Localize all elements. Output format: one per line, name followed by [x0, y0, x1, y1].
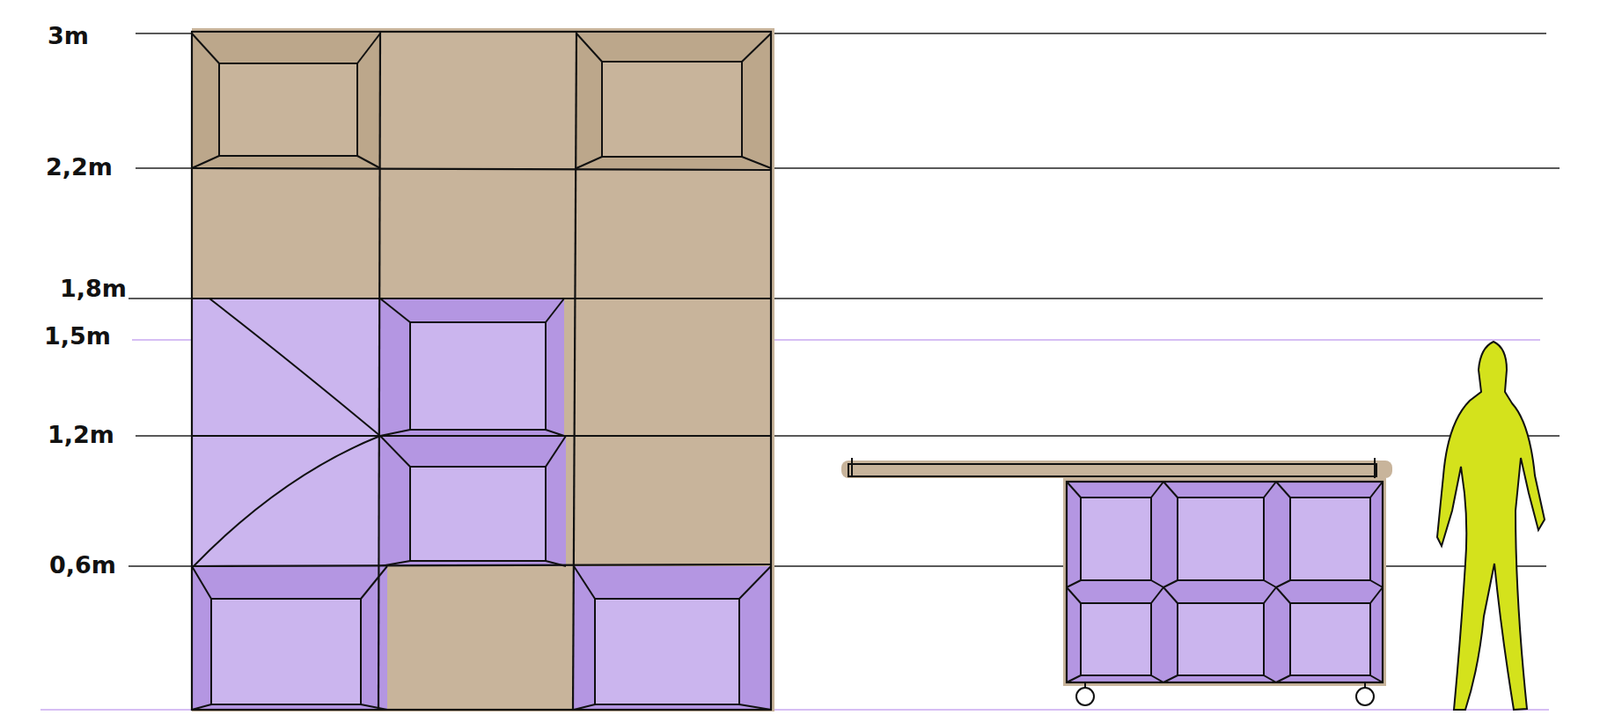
cabinet-outline: [1066, 481, 1383, 683]
bevel-line: [1370, 675, 1383, 683]
bevel-line: [1276, 675, 1291, 683]
height-label: 2,2m: [44, 154, 115, 179]
bevel-line: [380, 298, 411, 323]
bevel-line: [741, 33, 771, 62]
drawer-front: [410, 466, 546, 561]
drawer-front: [410, 322, 546, 430]
bevel-line: [576, 33, 602, 62]
bevel-line: [357, 155, 381, 169]
bevel-line: [1066, 481, 1081, 498]
bevel-line: [1066, 675, 1081, 683]
bevel-line: [1276, 481, 1291, 498]
bevel-line: [1263, 587, 1277, 603]
bevel-line: [1151, 587, 1164, 603]
bevel-line: [1263, 481, 1277, 498]
bevel-line: [1151, 579, 1164, 588]
bevel-line: [1163, 481, 1178, 498]
bevel-line: [1370, 587, 1383, 603]
bevel-line: [1151, 675, 1164, 683]
bevel-line: [1151, 481, 1164, 498]
bevel-line: [573, 565, 595, 599]
drawer-front: [594, 598, 740, 705]
drawer-front: [211, 598, 361, 705]
bevel-line: [357, 33, 381, 64]
drawer-front: [1177, 602, 1264, 676]
bevel-line: [1370, 481, 1383, 498]
bevel-line: [576, 156, 602, 169]
bevel-line: [545, 298, 565, 323]
bevel-line: [739, 565, 771, 599]
drawer: [191, 33, 381, 169]
bevel-line: [1066, 587, 1081, 603]
drawer-front: [601, 61, 742, 157]
bevel-line: [191, 155, 220, 169]
bevel-line: [1263, 579, 1277, 588]
bevel-line: [545, 435, 566, 467]
height-label: 1,2m: [45, 422, 117, 447]
drawer-front: [1177, 497, 1264, 580]
drawer-front: [1080, 602, 1152, 676]
height-label: 3m: [45, 23, 91, 48]
bevel-line: [1263, 675, 1277, 683]
bevel-line: [191, 565, 212, 599]
drawer-front: [1080, 497, 1152, 580]
drawer-front: [219, 63, 358, 156]
shelf-grid: [191, 31, 771, 710]
person-figure: [1437, 341, 1545, 710]
drawer: [1276, 481, 1383, 588]
bevel-line: [741, 156, 771, 169]
drawer: [1066, 587, 1164, 683]
drawer: [573, 565, 771, 710]
bevel-line: [1163, 587, 1178, 603]
drawer: [1066, 481, 1164, 588]
bevel-line: [1163, 675, 1178, 683]
bevel-line: [1276, 579, 1291, 588]
drawer: [1276, 587, 1383, 683]
bevel-line: [380, 435, 411, 467]
bevel-line: [191, 33, 220, 64]
drawer: [380, 435, 566, 566]
height-label: 1,8m: [58, 276, 129, 301]
drawer: [1163, 481, 1277, 588]
drawer: [576, 33, 771, 169]
shelf-unit: [191, 28, 775, 712]
bevel-line: [360, 565, 388, 599]
bevel-line: [1066, 579, 1081, 588]
drawer: [1163, 587, 1277, 683]
bevel-line: [1163, 579, 1178, 588]
drawer-front: [1290, 602, 1371, 676]
bevel-line: [1370, 579, 1383, 588]
height-label: 0,6m: [47, 552, 118, 577]
drawer-front: [1290, 497, 1371, 580]
drawer: [191, 565, 388, 710]
desk-wheels: [1076, 682, 1374, 705]
bevel-line: [1276, 587, 1291, 603]
height-label: 1,5m: [42, 323, 113, 348]
drawer: [380, 298, 565, 436]
desk: [841, 457, 1393, 686]
